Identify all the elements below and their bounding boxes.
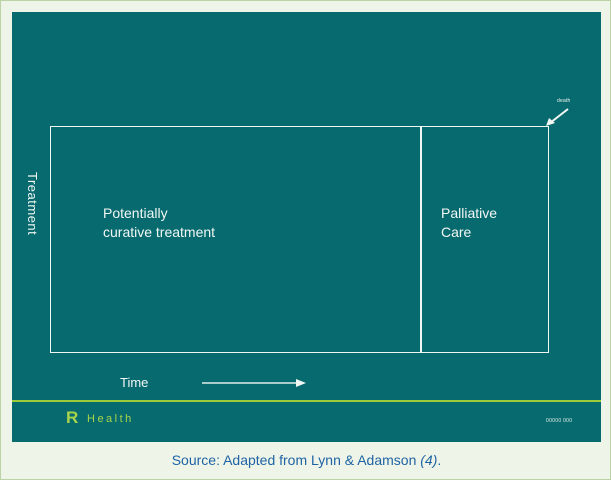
slide: Treatment Potentially curative treatment…: [12, 12, 601, 442]
caption-suffix: .: [437, 452, 442, 468]
source-caption: Source: Adapted from Lynn & Adamson (4).: [1, 452, 611, 468]
time-arrow-icon: [202, 379, 306, 387]
logo-text: Health: [87, 413, 134, 425]
palliative-care-label: Palliative Care: [441, 205, 498, 240]
curative-treatment-box: Potentially curative treatment: [50, 126, 422, 353]
palliative-care-box: Palliative Care: [420, 126, 549, 353]
logo-letter: R: [66, 408, 79, 427]
green-divider: [12, 400, 601, 402]
caption-prefix: Source: Adapted from Lynn & Adamson: [171, 452, 421, 468]
treatment-axis-label: Treatment: [25, 172, 40, 236]
time-axis-label: Time: [120, 375, 149, 390]
caption-reference: (4): [420, 452, 438, 468]
curative-treatment-label: Potentially curative treatment: [103, 205, 216, 240]
death-label: death: [557, 98, 571, 104]
footer-code: 00000 000: [546, 418, 573, 424]
death-arrow-icon: [546, 108, 569, 126]
